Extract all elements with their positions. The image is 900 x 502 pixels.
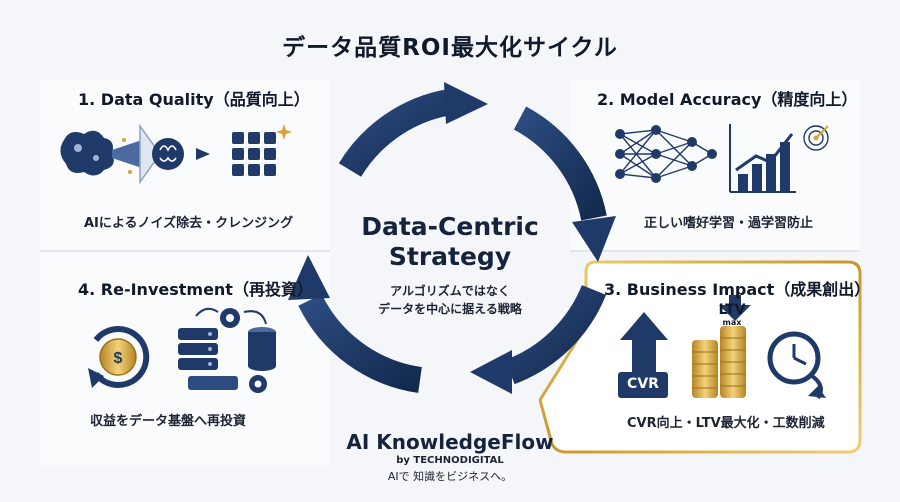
- reinvestment-title: 4. Re-Investment（再投資）: [78, 280, 313, 299]
- server-stack-icon: [178, 327, 276, 390]
- data-quality-title: 1. Data Quality（品質向上）: [78, 90, 310, 109]
- brand-tagline: AIで 知識をビジネスへ。: [387, 470, 513, 483]
- model-accuracy-caption: 正しい嗜好学習・過学習防止: [644, 216, 814, 231]
- page-title: データ品質ROI最大化サイクル: [282, 35, 618, 61]
- business-impact-title: 3. Business Impact（成果創出）: [604, 280, 871, 299]
- center-title-line2: Strategy: [388, 242, 512, 271]
- ltv-label: LTV: [718, 302, 746, 318]
- gear-icon: [220, 308, 267, 393]
- panel-model-accuracy: [570, 80, 860, 250]
- data-quality-caption: AIによるノイズ除去・クレンジング: [84, 216, 294, 231]
- reinvestment-icon: $: [88, 307, 276, 393]
- brand-name: AI KnowledgeFlow: [346, 430, 554, 454]
- center-sub-line2: データを中心に据える戦略: [378, 302, 522, 316]
- center-subtitle: アルゴリズムではなく データを中心に据える戦略: [330, 282, 570, 318]
- center-title-line1: Data-Centric: [361, 212, 539, 241]
- center-sub-line1: アルゴリズムではなく: [390, 284, 510, 298]
- svg-text:$: $: [114, 350, 123, 367]
- brand-block: AI KnowledgeFlow by TECHNODIGITAL AIで 知識…: [300, 430, 600, 484]
- ltv-max-label: max: [722, 318, 742, 327]
- neural-network-chart-icon: [615, 124, 829, 193]
- business-impact-icon: [618, 295, 826, 400]
- coin-stack-icon: [692, 326, 746, 398]
- business-impact-caption: CVR向上・LTV最大化・工数削減: [627, 416, 825, 431]
- cvr-label: CVR: [627, 376, 659, 392]
- reinvestment-caption: 収益をデータ基盤へ再投資: [90, 414, 247, 429]
- panel-data-quality: [40, 80, 330, 250]
- brand-by: by TECHNODIGITAL: [396, 455, 504, 466]
- model-accuracy-title: 2. Model Accuracy（精度向上）: [597, 90, 858, 109]
- clock-icon: [767, 331, 826, 400]
- noise-filter-icon: [60, 123, 292, 185]
- center-title: Data-Centric Strategy: [330, 212, 570, 272]
- cycle-arrows: [288, 82, 616, 394]
